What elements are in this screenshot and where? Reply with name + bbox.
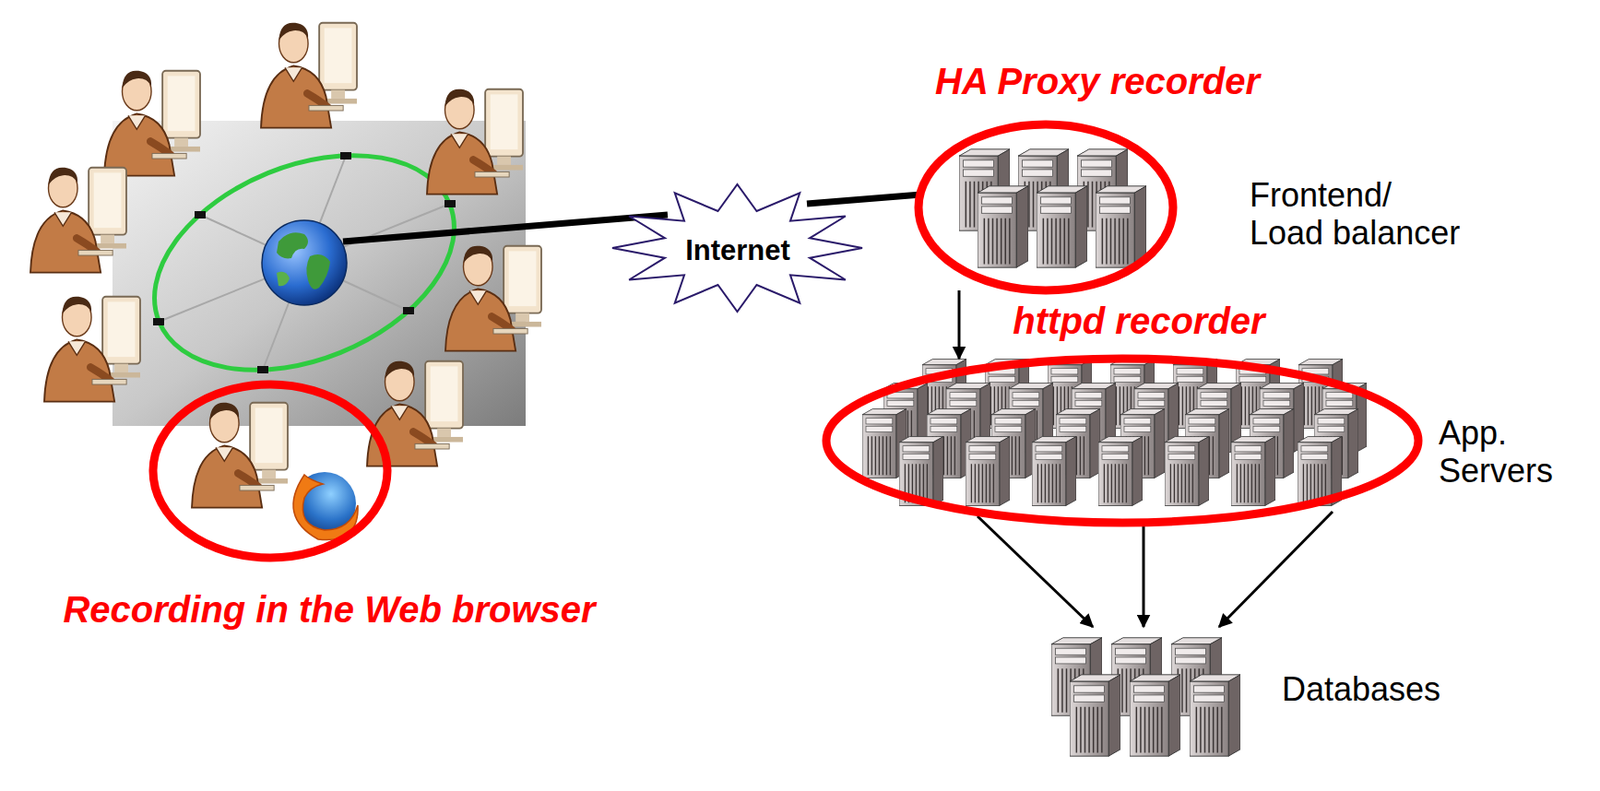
recorder-ring (153, 384, 388, 558)
database-servers (1051, 638, 1241, 757)
server-icon (1129, 675, 1181, 757)
server-icon (1069, 675, 1121, 757)
network-label: Internet (685, 234, 791, 268)
ellipse-outline (826, 358, 1419, 523)
internet-cloud: Internet (612, 184, 863, 312)
app-servers (862, 359, 1367, 507)
recorder-ellipse: Recording in the Web browser (153, 384, 388, 558)
network-link (806, 194, 922, 204)
db-arrow (977, 516, 1093, 628)
globe-icon (261, 220, 347, 306)
recorder-ellipse: httpd recorderApp. Servers (826, 358, 1419, 523)
user-figures (30, 23, 542, 509)
user-figure (260, 23, 357, 129)
user-figure (445, 246, 542, 352)
db-arrow (1219, 511, 1333, 628)
starburst-outline (612, 184, 863, 312)
recorder-label: httpd recorder (1012, 299, 1265, 343)
user-figure (104, 71, 201, 177)
server-icon (1095, 186, 1147, 268)
user-figure (191, 402, 288, 509)
tier-label: App. Servers (1438, 414, 1459, 491)
recorder-label: Recording in the Web browser (62, 588, 595, 631)
tier-label: Frontend/ Load balancer (1249, 176, 1462, 253)
firefox-icon (293, 472, 358, 541)
network-spokes (158, 155, 451, 370)
server-icon (977, 186, 1029, 268)
ellipse-outline (153, 384, 388, 558)
server-icon (1164, 437, 1209, 507)
recorder-label: HA Proxy recorder (935, 59, 1260, 103)
recorder-ring (918, 124, 1174, 291)
frontend-servers (959, 149, 1147, 268)
connector-arrow (958, 290, 961, 359)
server-icon (1098, 437, 1143, 507)
user-figure (44, 296, 141, 403)
server-icon (1189, 675, 1241, 757)
ellipse-outline (918, 124, 1174, 291)
user-figure (30, 167, 127, 273)
user-figure (426, 89, 523, 195)
server-icon (965, 437, 1010, 507)
network-nodes (153, 152, 456, 374)
server-icon (1231, 437, 1276, 507)
network-link (343, 214, 668, 242)
recorder-ring (826, 358, 1419, 523)
server-icon (1031, 437, 1077, 507)
connector-arrow (1142, 524, 1146, 628)
server-group: Databases (1032, 627, 1255, 766)
tier-label: Databases (1281, 670, 1441, 709)
recorder-ellipse: HA Proxy recorderFrontend/ Load balancer (918, 124, 1174, 291)
server-icon (1036, 186, 1088, 268)
